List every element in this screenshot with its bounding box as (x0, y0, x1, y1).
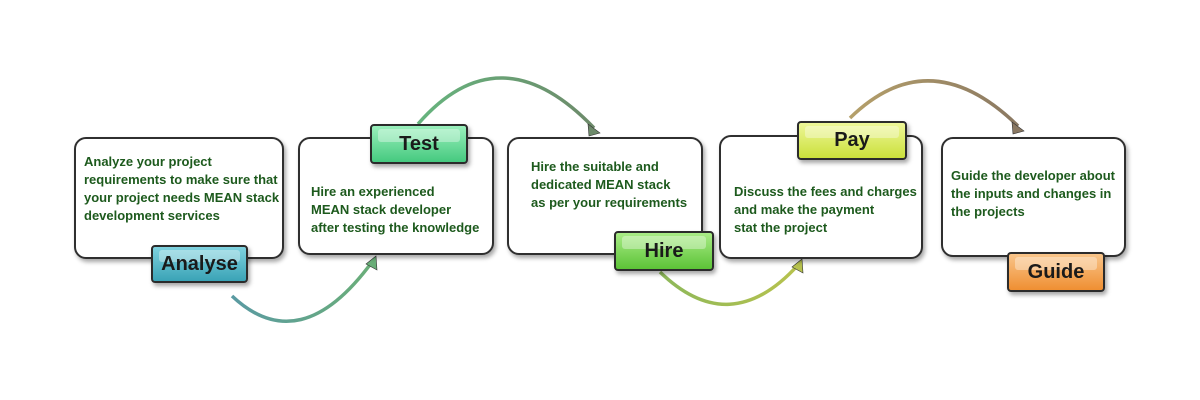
step-text-guide: Guide the developer about the inputs and… (951, 168, 1115, 219)
step-text-test: Hire an experienced MEAN stack developer… (311, 184, 480, 235)
arrow-hire-to-pay (658, 263, 800, 306)
step-text-hire: Hire the suitable and dedicated MEAN sta… (531, 159, 688, 210)
step-label-guide: Guide (1007, 252, 1105, 292)
step-label-pay: Pay (797, 121, 907, 160)
step-label-test: Test (370, 124, 468, 164)
arrow-head-pay (791, 258, 804, 274)
arrow-head-test (365, 255, 378, 271)
step-text-pay: Discuss the fees and charges and make th… (734, 184, 917, 235)
step-card-guide (941, 137, 1126, 257)
arrow-head-guide (1011, 121, 1025, 135)
step-text-analyse: Analyze your project requirements to mak… (84, 154, 280, 223)
step-label-hire: Hire (614, 231, 714, 271)
arrow-analyse-to-test (230, 260, 374, 323)
arrow-test-to-hire (416, 76, 596, 130)
step-label-analyse: Analyse (151, 245, 248, 283)
arrow-pay-to-guide (848, 79, 1020, 128)
arrow-head-hire (587, 123, 601, 137)
